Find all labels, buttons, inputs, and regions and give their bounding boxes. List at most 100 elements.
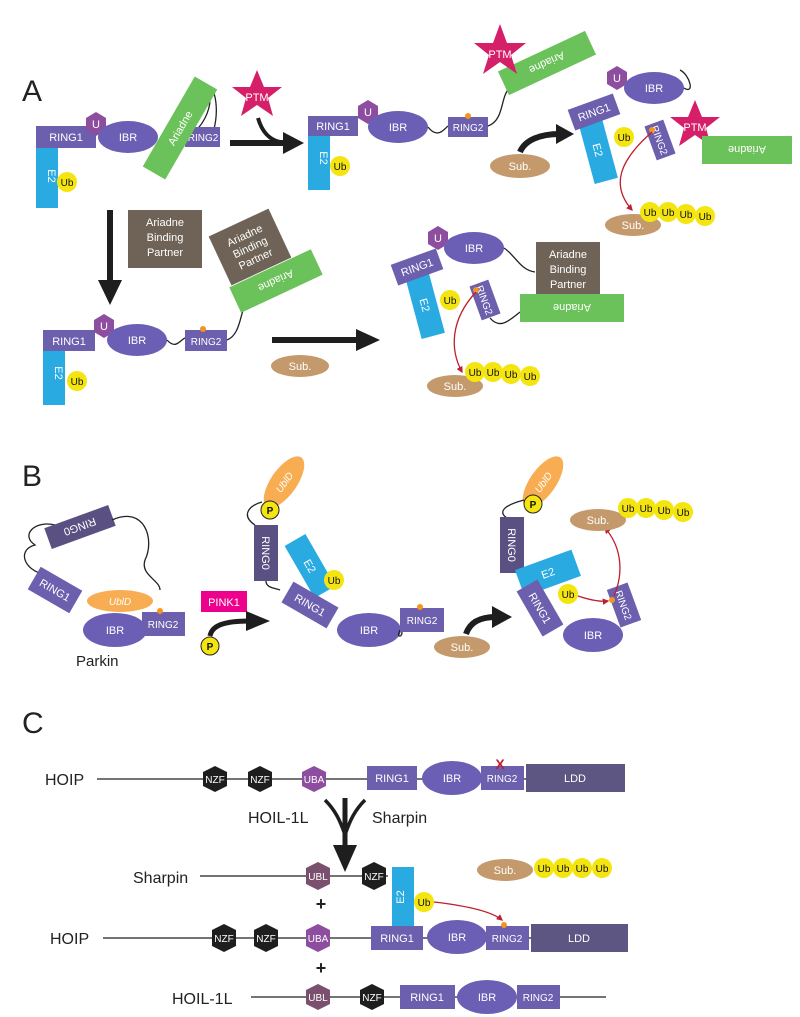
a5-ibr — [444, 232, 504, 264]
b3-active-site — [609, 597, 615, 603]
a5-poly-ub-3 — [501, 364, 521, 384]
a4-e2-label: E2 — [52, 366, 64, 379]
b1-ring1 — [27, 566, 83, 614]
c-nzf-sharpin-label: NZF — [364, 872, 383, 883]
abp-box-1 — [128, 210, 202, 268]
c-e2-bottom — [392, 867, 414, 927]
arrow-a1-a4-head — [98, 280, 122, 305]
b2-ub — [324, 570, 344, 590]
panel-b: B RING0 RING1 UblD IBR RING2 Parkin PINK… — [22, 456, 693, 670]
b3-poly-ub-4 — [673, 502, 693, 522]
a5-ariadne — [520, 294, 624, 322]
b1-linker-2 — [111, 515, 161, 591]
a-sub-2-label: Sub. — [289, 361, 312, 373]
c-hoip-top: HOIP NZF NZF UBA RING1 IBR RING2 X LDD — [45, 756, 625, 795]
c-ibr-top — [422, 761, 482, 795]
a3-poly-ub-4 — [695, 206, 715, 226]
c-uba-bottom-label: UBA — [308, 934, 329, 945]
arrow-a4-a5-head — [356, 329, 380, 351]
a-ptm-1-label: PTM — [245, 92, 268, 104]
a2-ligase: E2 Ub RING1 U IBR RING2 Ariadne PTM — [308, 24, 596, 190]
a4-ring1 — [43, 330, 95, 351]
c-poly-ub-4-label: Ub — [596, 864, 609, 875]
a3-poly-ub-1-label: Ub — [644, 208, 657, 219]
a3-ligase: E2 Ub RING1 U IBR RING2 PTM Ariadne — [567, 66, 792, 236]
b2-e2-label: E2 — [301, 558, 318, 576]
a3-ub-label: Ub — [618, 133, 631, 144]
a5-poly-ub-2 — [483, 362, 503, 382]
a4-u-label: U — [100, 321, 108, 333]
a4-ibr-label: IBR — [128, 335, 146, 347]
a5-active-site — [473, 287, 479, 293]
a4-ub-label: Ub — [71, 377, 84, 388]
a3-poly-ub-3-label: Ub — [680, 210, 693, 221]
a3-ariadne — [702, 136, 792, 164]
b1-ubld-label: UblD — [109, 597, 131, 608]
a3-ariadne-label: Ariadne — [728, 143, 766, 155]
c-sub — [477, 859, 533, 881]
a2-ring2-label: RING2 — [453, 123, 484, 134]
b1-parkin-label: Parkin — [76, 653, 119, 670]
c-ring2-hoil — [517, 985, 560, 1009]
b3-ibr — [563, 618, 623, 652]
a3-transfer-arrow — [619, 131, 653, 211]
b1-ibr-label: IBR — [106, 625, 124, 637]
c-ring1-bottom — [371, 926, 423, 950]
a5-u — [428, 226, 448, 250]
a5-poly-ub-4 — [520, 366, 540, 386]
a5-ub-label: Ub — [444, 296, 457, 307]
b2-ibr — [337, 613, 401, 647]
a3-e2 — [578, 115, 618, 185]
arrow-b1-b2-head — [246, 611, 270, 631]
abp-1-line1: Ariadne — [146, 217, 184, 229]
c-ibr-hoil — [457, 980, 517, 1014]
b3-ring1 — [516, 579, 564, 637]
c-ldd-top-label: LDD — [564, 773, 586, 785]
a3-poly-ub-2 — [658, 202, 678, 222]
a4-e2 — [43, 343, 65, 405]
c-nzf-1-label: NZF — [205, 775, 224, 786]
b2-ring2 — [400, 608, 444, 632]
a5-poly-ub-2-label: Ub — [487, 368, 500, 379]
c-poly-ub-2-label: Ub — [557, 864, 570, 875]
c-nzf-sharpin — [362, 862, 386, 890]
panel-b-label: B — [22, 460, 42, 493]
b2-phospho-label: P — [267, 506, 274, 517]
c-ubl-sharpin-label: UBL — [308, 872, 328, 883]
a3-ibr-label: IBR — [645, 83, 663, 95]
c-hoip-top-label: HOIP — [45, 772, 84, 789]
a3-poly-ub-4-label: Ub — [699, 212, 712, 223]
c-ldd-top — [526, 764, 625, 792]
c-ring2-inactive-mark: X — [495, 756, 505, 772]
c-active-site — [501, 922, 507, 928]
c-plus-1: + — [316, 894, 327, 914]
b3-e2-label: E2 — [540, 566, 557, 582]
c-ibr-top-label: IBR — [443, 773, 461, 785]
a-sub-1 — [490, 154, 550, 178]
b1-ubld — [87, 590, 153, 612]
arrow-b1-b2 — [207, 618, 251, 637]
c-hoip-bottom-label: HOIP — [50, 931, 89, 948]
arrow-b2-b3-head — [492, 606, 512, 628]
c-ring2-bottom — [486, 926, 529, 950]
a4-active-site — [200, 326, 206, 332]
a1-ring2-label: RING2 — [188, 133, 219, 144]
abp-3-line2: Binding — [550, 264, 587, 276]
b1-active-site — [157, 608, 163, 614]
a5-poly-ub-4-label: Ub — [524, 372, 537, 383]
b1-ring0 — [44, 505, 116, 549]
a2-ring1 — [308, 116, 358, 136]
b2-phospho — [260, 500, 280, 520]
c-ring1-hoil — [400, 985, 455, 1009]
a1-ub-label: Ub — [61, 178, 74, 189]
a1-e2-label: E2 — [45, 169, 57, 182]
abp-box-2 — [208, 208, 292, 286]
c-uba-bottom — [306, 924, 330, 952]
c-hoil-label: HOIL-1L — [172, 991, 233, 1008]
b3-poly-ub-2 — [636, 498, 656, 518]
a1-ring1-label: RING1 — [49, 132, 83, 144]
ptm-curve — [256, 117, 281, 144]
a3-e2-label: E2 — [589, 142, 604, 158]
c-sharpin-label: Sharpin — [133, 870, 188, 887]
a3-sub-label: Sub. — [622, 220, 645, 232]
